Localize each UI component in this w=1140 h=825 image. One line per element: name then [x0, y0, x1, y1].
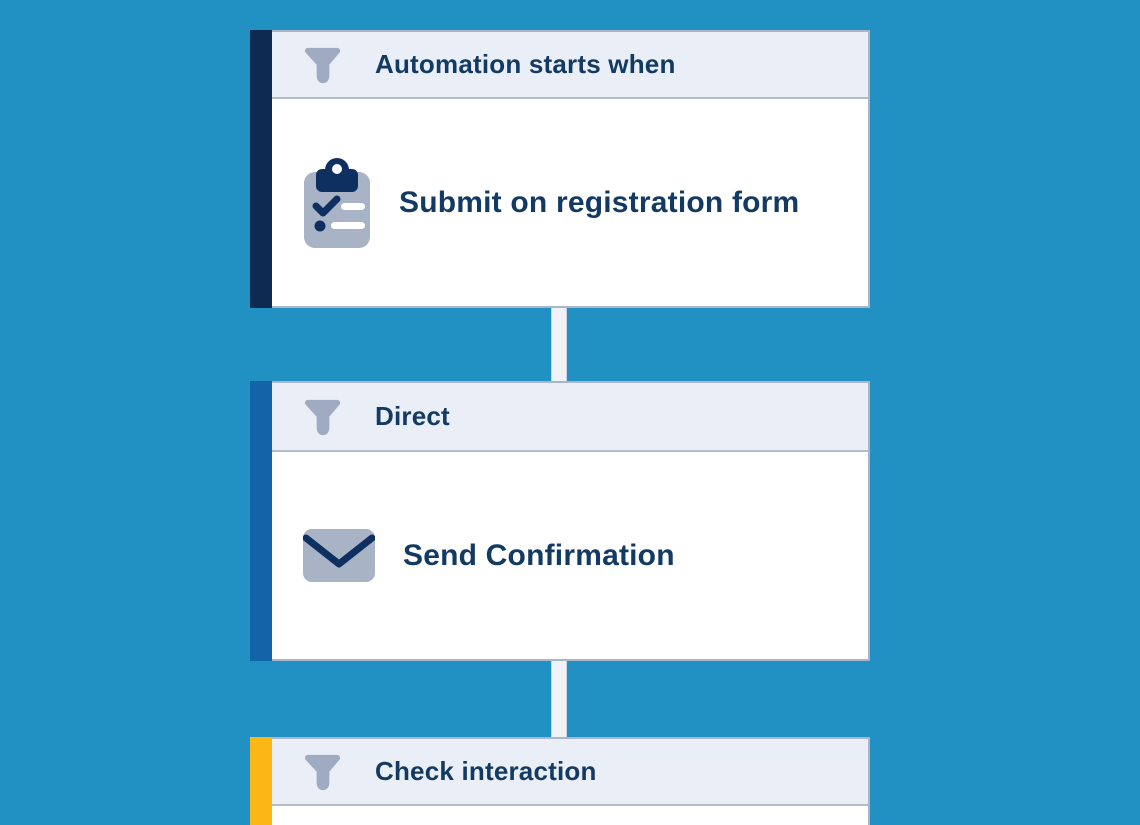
- funnel-icon: [300, 394, 345, 439]
- funnel-icon: [300, 42, 345, 87]
- clipboard-check-icon: [303, 157, 371, 249]
- card-body-label: Submit on registration form: [399, 185, 800, 219]
- card-main: Direct Send Confirmation: [272, 381, 870, 661]
- funnel-icon: [300, 749, 345, 794]
- card-body: Send Confirmation: [272, 452, 868, 659]
- card-accent-bar: [250, 30, 272, 308]
- card-header-label: Automation starts when: [375, 49, 676, 79]
- card-header-label: Check interaction: [375, 756, 597, 786]
- card-header: Automation starts when: [272, 32, 868, 99]
- flow-connector: [551, 306, 567, 383]
- card-main: Automation starts when Submit on r: [272, 30, 870, 308]
- workflow-card-condition[interactable]: Check interaction: [250, 737, 870, 825]
- card-main: Check interaction: [272, 737, 870, 825]
- flow-connector: [551, 659, 567, 739]
- card-accent-bar: [250, 737, 272, 825]
- card-header: Check interaction: [272, 739, 868, 806]
- card-body-label: Send Confirmation: [403, 538, 675, 572]
- card-header: Direct: [272, 383, 868, 452]
- workflow-card-trigger[interactable]: Automation starts when Submit on r: [250, 30, 870, 308]
- card-body: Submit on registration form: [272, 99, 868, 306]
- workflow-card-action[interactable]: Direct Send Confirmation: [250, 381, 870, 661]
- card-body: [272, 806, 868, 825]
- envelope-icon: [303, 529, 375, 582]
- card-header-label: Direct: [375, 401, 450, 431]
- card-accent-bar: [250, 381, 272, 661]
